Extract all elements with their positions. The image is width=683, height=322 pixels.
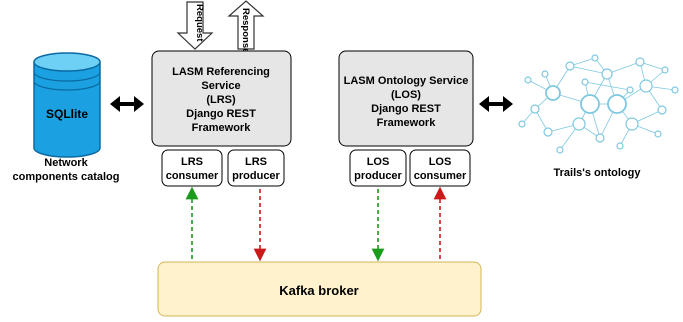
sqlite-database-icon: SQLlite — [33, 52, 101, 158]
response-arrow: Response — [227, 0, 265, 53]
lrs-producer-line2: producer — [232, 170, 280, 182]
lrs-service-box: LASM Referencing Service (LRS) Django RE… — [151, 50, 292, 147]
db-caption-line2: components catalog — [13, 171, 120, 183]
los-line3: Django REST — [371, 103, 441, 115]
lrs-line2: Service — [201, 80, 240, 92]
db-lrs-double-arrow — [110, 96, 144, 112]
los-line1: LASM Ontology Service — [344, 75, 469, 87]
request-arrow: Request — [176, 1, 214, 50]
request-label: Request — [194, 4, 205, 42]
los-consumer-box: LOS consumer — [409, 149, 471, 187]
lrs-producer-box: LRS producer — [227, 149, 285, 187]
los-ontology-double-arrow — [479, 96, 513, 112]
los-consumer-line2: consumer — [414, 170, 467, 182]
lrs-producer-line1: LRS — [245, 156, 267, 168]
db-caption-line1: Network — [44, 157, 88, 169]
response-label: Response — [240, 8, 251, 53]
ontology-caption: Trails's ontology — [554, 167, 642, 179]
kafka-broker-box: Kafka broker — [157, 261, 482, 317]
ontology-graph-icon — [518, 54, 679, 154]
los-service-box: LASM Ontology Service (LOS) Django REST … — [338, 50, 474, 147]
lrs-consumer-line2: consumer — [166, 170, 219, 182]
lrs-line3: (LRS) — [206, 94, 236, 106]
lrs-line4: Django REST — [186, 108, 256, 120]
lrs-consumer-line1: LRS — [181, 156, 203, 168]
lrs-line5: Framework — [192, 122, 252, 134]
los-line2: (LOS) — [391, 89, 421, 101]
sqlite-label: SQLlite — [46, 107, 88, 121]
lrs-consumer-box: LRS consumer — [161, 149, 223, 187]
lrs-line1: LASM Referencing — [172, 66, 270, 78]
los-consumer-line1: LOS — [429, 156, 452, 168]
los-producer-line2: producer — [354, 170, 402, 182]
kafka-broker-label: Kafka broker — [279, 283, 358, 298]
los-producer-line1: LOS — [367, 156, 390, 168]
los-line4: Framework — [377, 117, 437, 129]
los-producer-box: LOS producer — [349, 149, 407, 187]
